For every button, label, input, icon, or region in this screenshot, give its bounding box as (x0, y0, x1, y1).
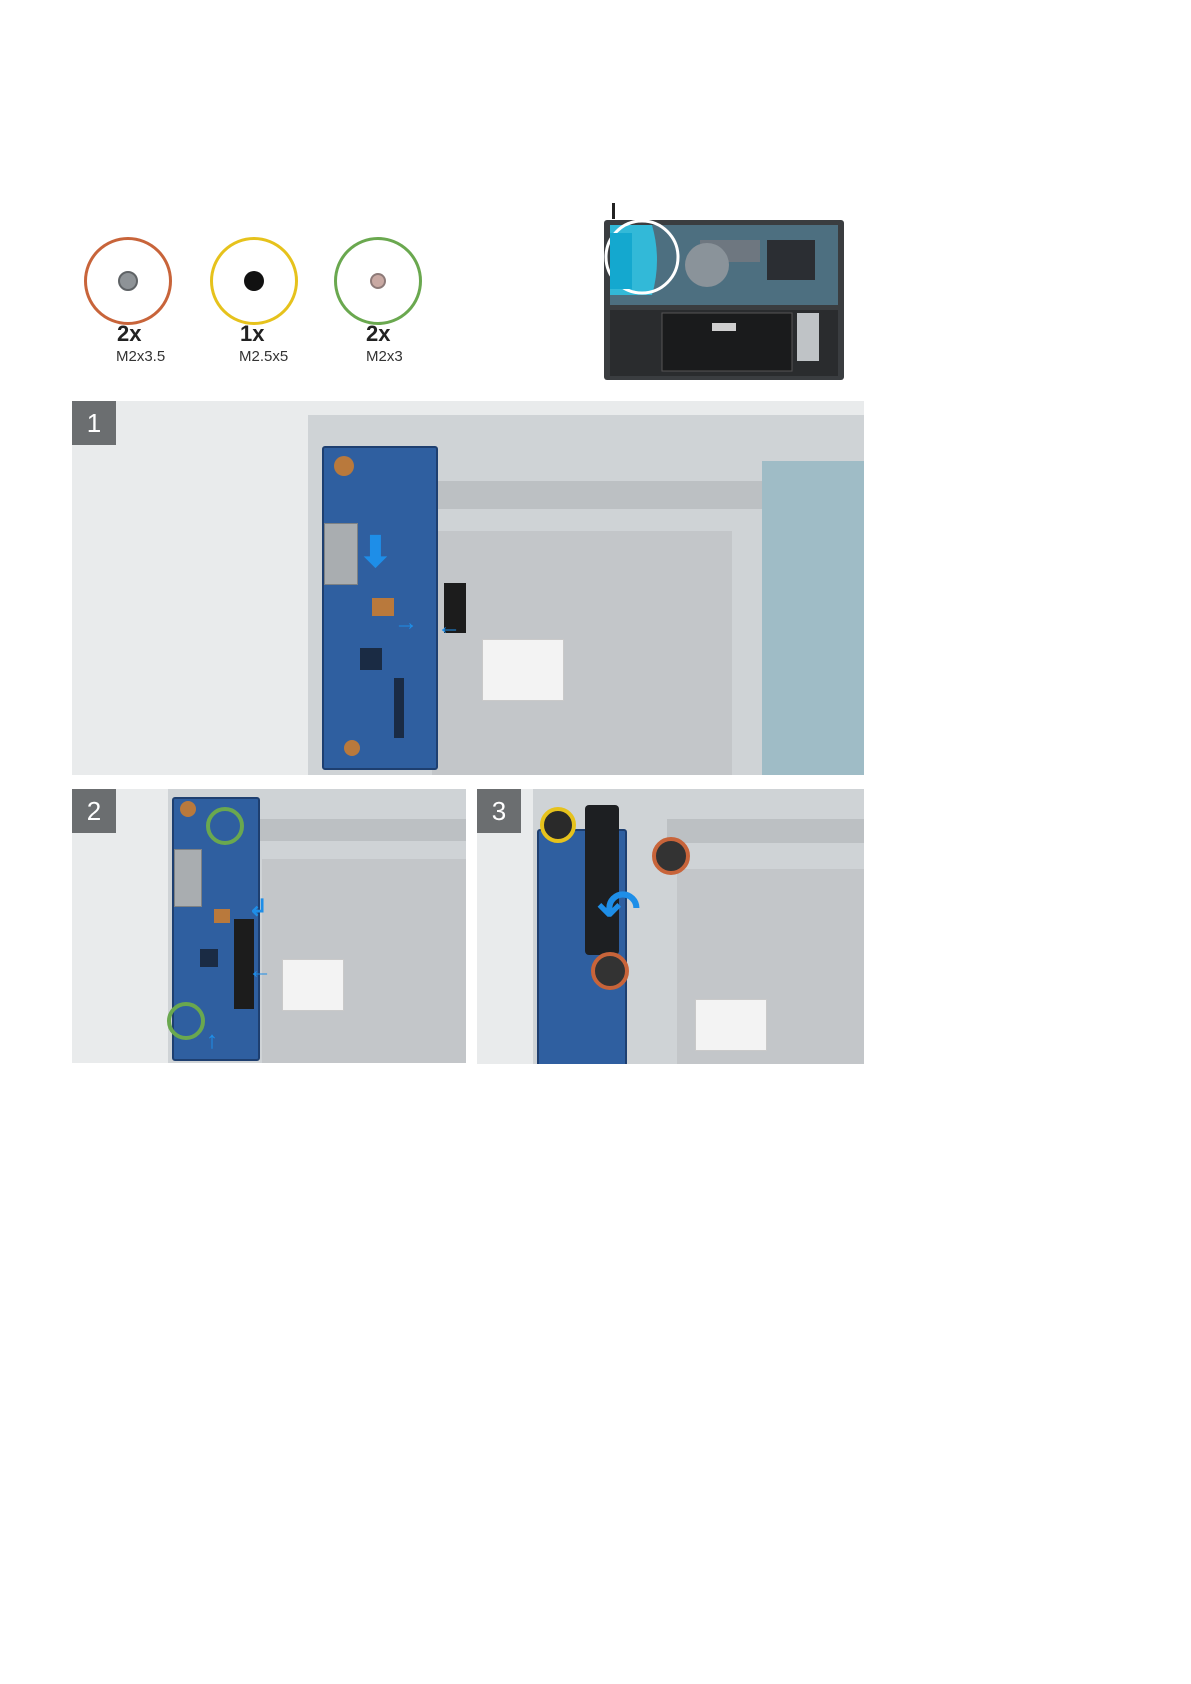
arrow-up-icon: ↑ (206, 1029, 218, 1053)
battery-area (432, 531, 732, 775)
io-board (322, 446, 438, 770)
arrow-curved-icon: ↶ (597, 884, 641, 936)
screw-size-label: M2x3 (366, 348, 403, 365)
arrow-left-icon: ← (437, 615, 461, 639)
step-3-panel: 3 ↶ (477, 789, 864, 1064)
screw-qty-label: 1x (240, 321, 264, 347)
screw-qty-label: 2x (366, 321, 390, 347)
screw-m2x3-5-icon (84, 237, 172, 325)
screw-callout-orange (591, 952, 629, 990)
screw-callout-green (167, 1002, 205, 1040)
controller-chip (360, 648, 382, 670)
screw-pad (214, 909, 230, 923)
arrow-down-icon: ⬇ (357, 531, 394, 575)
heat-pipe (424, 481, 784, 509)
audio-jack (334, 456, 354, 476)
motherboard-area (762, 461, 864, 775)
audio-jack (180, 801, 196, 817)
step-1-panel: 1 ⬇ → ← (72, 401, 864, 775)
screw-pad (344, 740, 360, 756)
usb-port (174, 849, 202, 907)
board-connector (394, 678, 404, 738)
arrow-left-icon: ← (248, 959, 272, 983)
screw-size-label: M2x3.5 (116, 348, 165, 365)
regulatory-label (695, 999, 767, 1051)
arrow-curved-icon: ↲ (248, 897, 268, 921)
screw-size-label: M2.5x5 (239, 348, 288, 365)
screw-callout-yellow (540, 807, 576, 843)
laptop-overview-drawing (592, 195, 854, 383)
screw-qty-label: 2x (117, 321, 141, 347)
screw-pad (372, 598, 394, 616)
laptop-overview-image (592, 195, 854, 383)
step-number-badge: 3 (477, 789, 521, 833)
step-2-panel: 2 ↲ ← ↑ (72, 789, 466, 1063)
screw-m2-5x5-icon (210, 237, 298, 325)
heat-pipe (242, 819, 466, 841)
screw-callout-green (206, 807, 244, 845)
screw-m2x3-icon (334, 237, 422, 325)
heat-pipe (667, 819, 864, 843)
regulatory-label (282, 959, 344, 1011)
usb-port (324, 523, 358, 585)
regulatory-label (482, 639, 564, 701)
step-number-badge: 2 (72, 789, 116, 833)
controller-chip (200, 949, 218, 967)
arrow-right-icon: → (394, 611, 418, 635)
step-number-badge: 1 (72, 401, 116, 445)
screw-callout-orange (652, 837, 690, 875)
